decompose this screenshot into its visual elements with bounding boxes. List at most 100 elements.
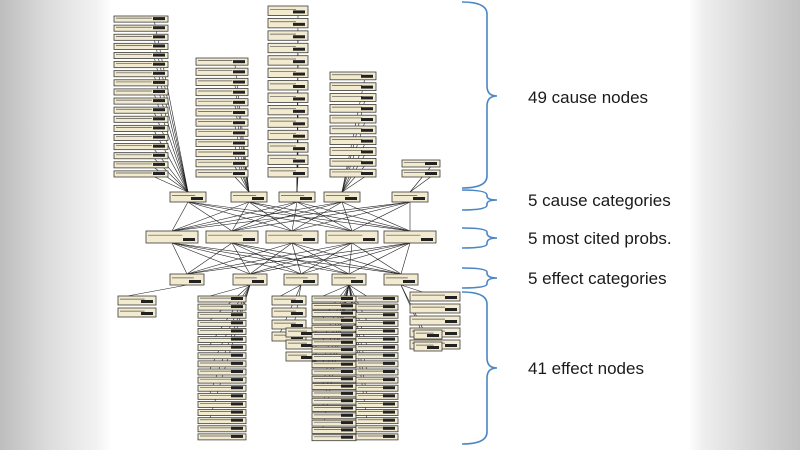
network-edge (171, 242, 402, 275)
effect-node (355, 417, 399, 425)
most-cited-problem-node (325, 230, 379, 244)
cause-node (113, 52, 169, 59)
cause-node (329, 136, 377, 146)
network-edge (171, 242, 302, 275)
cause-node (267, 18, 309, 29)
effect-node (285, 339, 317, 350)
network-edge (291, 242, 350, 275)
effect-node (197, 401, 247, 408)
cause-node (195, 98, 249, 107)
network-edge (231, 201, 250, 232)
network-edge (291, 201, 411, 232)
effect-node (285, 327, 317, 338)
effect-category-node (383, 273, 419, 286)
cause-node (267, 142, 309, 153)
cause-category-node (169, 191, 207, 203)
network-edge (248, 201, 293, 232)
network-edge (400, 242, 411, 275)
effect-node (311, 310, 357, 318)
network-edge (154, 76, 189, 193)
effect-node (197, 360, 247, 368)
effect-node (197, 384, 247, 392)
effect-node (311, 339, 357, 347)
network-edge (231, 242, 302, 275)
effect-node (355, 360, 399, 368)
effect-node (311, 383, 357, 391)
cause-node (195, 108, 249, 117)
effect-node (311, 353, 357, 361)
network-edge (186, 242, 293, 275)
cause-node (195, 169, 249, 178)
network-edge (171, 242, 251, 275)
brace-effect-nodes (461, 291, 498, 445)
effect-node (413, 341, 443, 352)
network-edge (187, 201, 293, 232)
brace-most-cited (461, 227, 498, 249)
network-edge (400, 284, 423, 293)
effect-node (311, 368, 357, 376)
network-edge (348, 242, 353, 275)
network-edge (231, 201, 411, 232)
effect-node (197, 295, 247, 303)
cause-node (329, 168, 377, 178)
effect-node (355, 401, 399, 408)
network-edge (209, 284, 251, 297)
network-edge (154, 131, 189, 193)
network-edge (234, 176, 250, 193)
network-edge (171, 201, 189, 232)
cause-node (113, 106, 169, 114)
cause-node (329, 147, 377, 156)
effect-node (355, 344, 399, 352)
effect-node (197, 336, 247, 343)
network-edge (186, 242, 353, 275)
cause-node (195, 77, 249, 86)
effect-node (355, 368, 399, 376)
network-edge (171, 242, 188, 275)
cause-node (113, 70, 169, 78)
network-edge (248, 201, 411, 232)
effect-node (197, 311, 247, 319)
network-edge (291, 201, 298, 232)
effect-node (311, 346, 357, 354)
cause-node (113, 79, 169, 87)
effect-node (197, 344, 247, 352)
network-edge (186, 242, 411, 275)
network-edge (127, 284, 188, 297)
effect-node (355, 384, 399, 392)
network-edge (187, 201, 411, 232)
cause-node (267, 117, 309, 128)
network-edge (154, 22, 189, 193)
effect-node (311, 434, 357, 442)
cause-node (113, 61, 169, 69)
network-edge (300, 242, 411, 275)
effect-node (413, 329, 443, 340)
cause-node (113, 143, 169, 151)
network-edge (231, 242, 402, 275)
network-edge (171, 201, 250, 232)
network-edge (348, 242, 411, 275)
network-edge (171, 201, 343, 232)
effect-node (355, 376, 399, 384)
cause-node (113, 152, 169, 160)
effect-node (311, 397, 357, 405)
cause-category-node (230, 191, 268, 203)
cause-node (195, 67, 249, 76)
network-edge (231, 201, 343, 232)
effect-category-node (283, 273, 319, 286)
effect-category-node (232, 273, 268, 286)
network-edge (351, 201, 411, 232)
network-edge (348, 284, 367, 297)
network-edge (249, 242, 411, 275)
cause-node (267, 154, 309, 165)
effect-node (355, 303, 399, 311)
most-cited-problem-node (265, 230, 319, 244)
network-edge (231, 242, 251, 275)
cause-node (113, 97, 169, 105)
effect-node (197, 328, 247, 335)
network-edge (171, 242, 350, 275)
effect-node (355, 295, 399, 303)
cause-node (267, 92, 309, 103)
effect-node (197, 352, 247, 360)
cause-node (195, 149, 249, 158)
